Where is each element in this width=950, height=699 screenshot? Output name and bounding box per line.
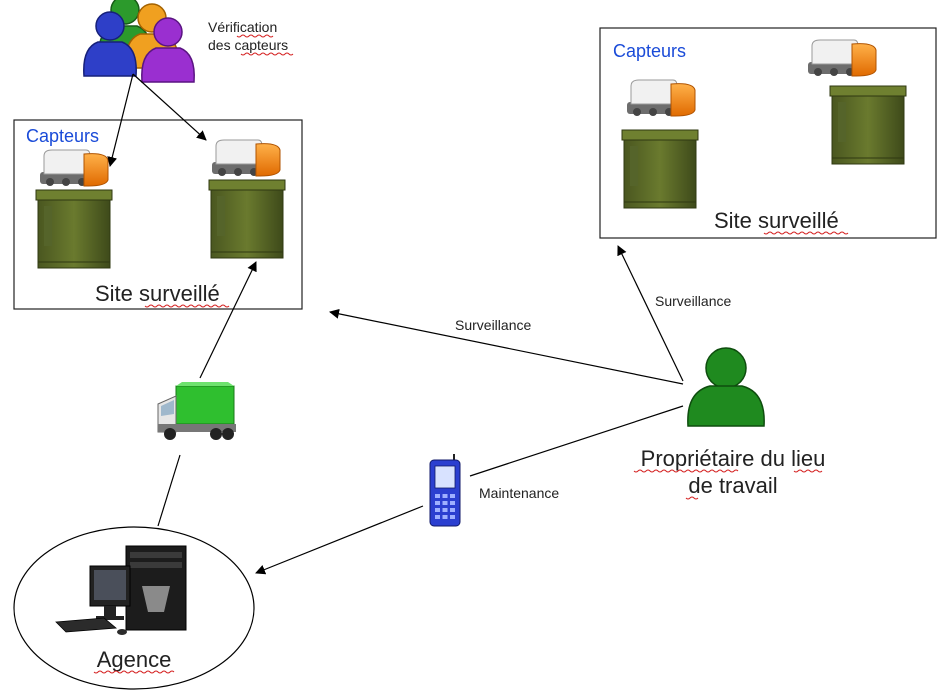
sensor-icon <box>211 139 281 177</box>
right-site-box: Capteurs Site surveillé <box>599 27 937 239</box>
ammo-box-icon <box>35 189 113 269</box>
left-site-title: Site surveillé <box>95 281 220 306</box>
ammo-box-icon <box>829 85 907 165</box>
edge-owner-surveillance-right <box>617 245 684 382</box>
edge-people-to-left-sensor <box>107 73 134 167</box>
edge-label-surveillance-right: Surveillance <box>655 293 731 309</box>
computer-icon <box>55 545 187 635</box>
edge-label-maintenance: Maintenance <box>479 485 559 501</box>
verification-caption-line2: des capteurs <box>208 37 288 53</box>
agency-label: Agence <box>97 647 172 672</box>
sensor-icon <box>807 39 877 77</box>
edge-truck-to-site <box>199 261 257 379</box>
edge-people-to-right-sensor <box>132 73 207 141</box>
owner-label-line2: de travail <box>688 473 777 498</box>
ammo-box-icon <box>621 129 699 209</box>
edge-owner-to-phone <box>469 405 684 477</box>
edges <box>107 73 684 575</box>
sensor-icon <box>39 149 109 187</box>
mobile-phone-icon <box>429 454 461 527</box>
right-site-title: Site surveillé <box>714 208 839 233</box>
right-capteurs-label: Capteurs <box>613 41 686 61</box>
people-group-icon <box>83 0 195 83</box>
edge-phone-to-agency <box>255 505 424 575</box>
left-site-box: Capteurs Site surveillé <box>13 119 303 310</box>
edge-label-surveillance-left: Surveillance <box>455 317 531 333</box>
left-capteurs-label: Capteurs <box>26 126 99 146</box>
ammo-box-icon <box>208 179 286 259</box>
person-icon <box>687 347 765 427</box>
verification-caption-line1: Vérification <box>208 19 277 35</box>
sensor-icon <box>626 79 696 117</box>
agency-node: Agence <box>13 526 255 690</box>
edge-owner-surveillance-left <box>329 308 684 385</box>
truck-icon <box>157 382 236 440</box>
owner-label-line1: Propriétaire du lieu <box>641 446 826 471</box>
edge-agency-to-truck <box>157 454 181 527</box>
